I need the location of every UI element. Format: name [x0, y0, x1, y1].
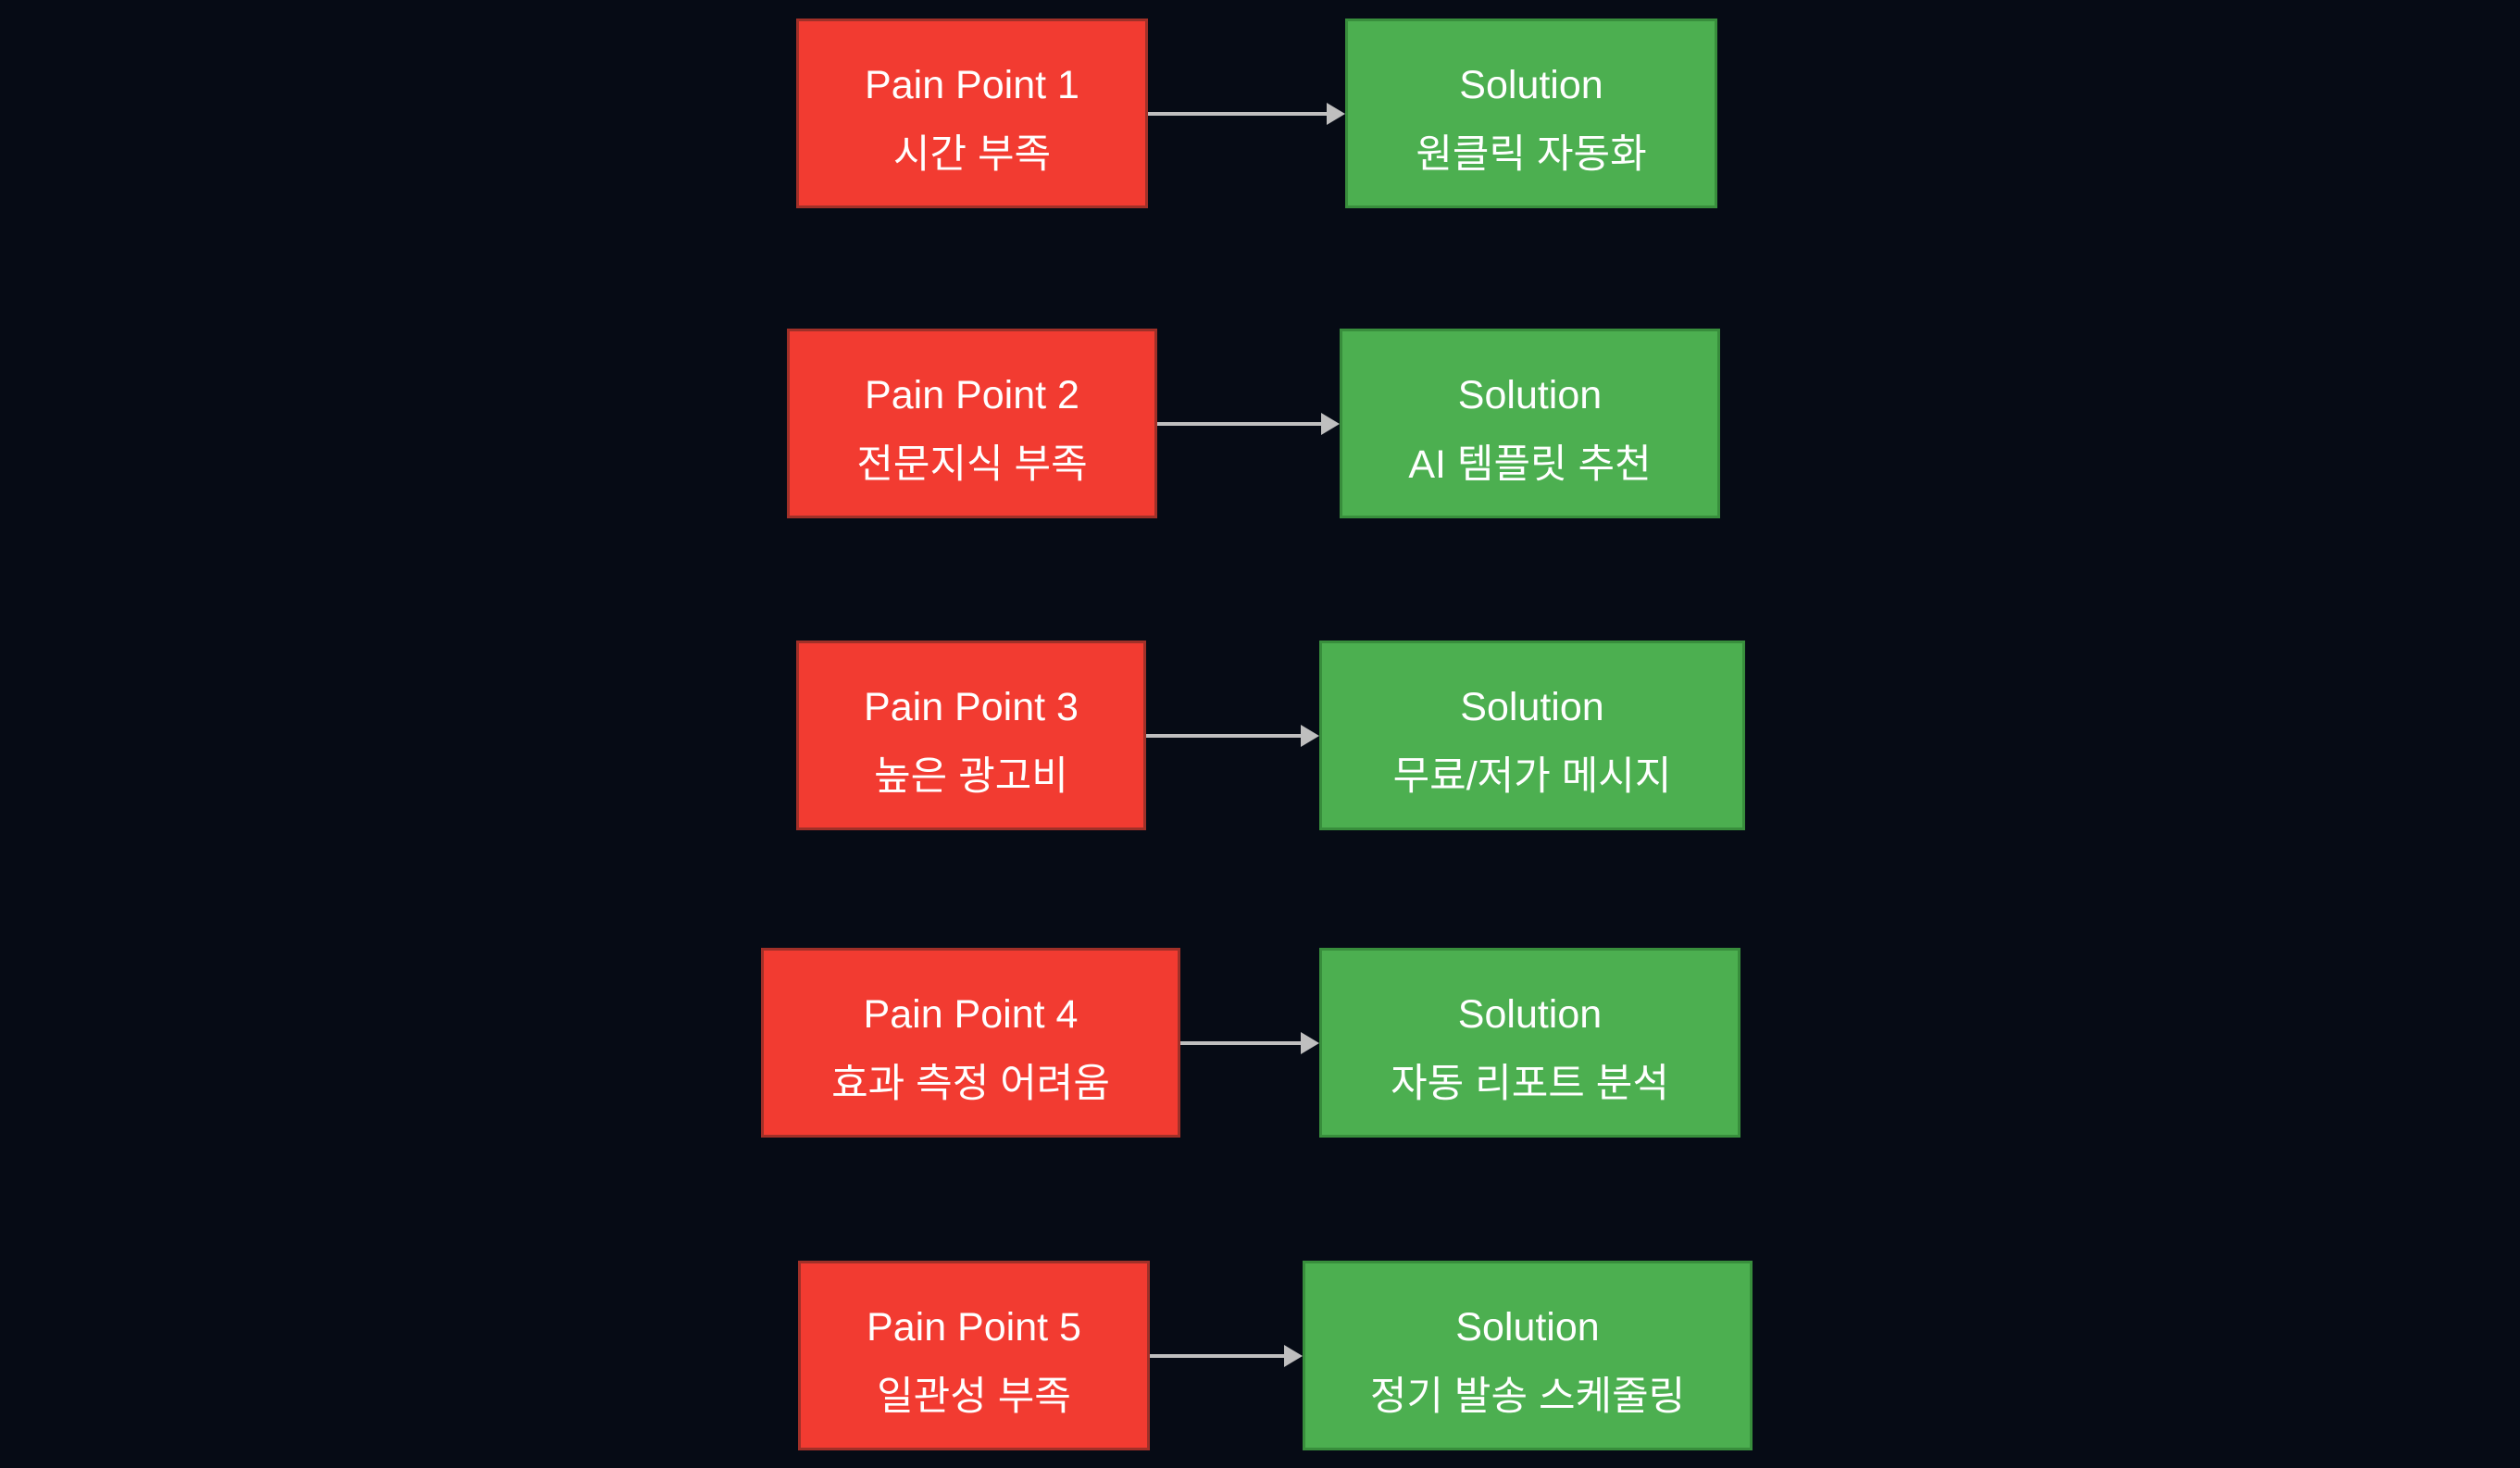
- solution-node: Solution 무료/저가 메시지: [1319, 641, 1745, 830]
- arrow-head-icon: [1321, 412, 1340, 435]
- node-subtitle: 시간 부족: [892, 131, 1052, 177]
- solution-node: Solution 정기 발송 스케줄링: [1303, 1261, 1753, 1450]
- node-title: Pain Point 1: [865, 63, 1079, 108]
- solution-node: Solution 원클릭 자동화: [1345, 19, 1717, 208]
- arrow-line: [1146, 733, 1301, 738]
- node-title: Solution: [1457, 992, 1603, 1038]
- node-subtitle: 전문지식 부족: [856, 442, 1088, 487]
- arrow-head-icon: [1301, 724, 1319, 747]
- flow-row: Pain Point 2 전문지식 부족 Solution AI 템플릿 추천: [0, 329, 2520, 518]
- node-title: Pain Point 4: [863, 992, 1079, 1038]
- node-subtitle: AI 템플릿 추천: [1408, 442, 1652, 487]
- node-title: Solution: [1455, 1305, 1600, 1350]
- arrow-line: [1157, 421, 1321, 426]
- flow-arrow: [1180, 1031, 1319, 1054]
- node-title: Pain Point 5: [867, 1305, 1081, 1350]
- node-subtitle: 높은 광고비: [874, 753, 1068, 799]
- arrow-head-icon: [1284, 1344, 1303, 1367]
- solution-node: Solution 자동 리포트 분석: [1319, 948, 1740, 1138]
- pain-point-node: Pain Point 2 전문지식 부족: [787, 329, 1157, 518]
- arrow-line: [1148, 111, 1327, 116]
- flow-arrow: [1146, 724, 1319, 747]
- node-title: Pain Point 2: [865, 373, 1079, 418]
- flow-row: Pain Point 4 효과 측정 어려움 Solution 자동 리포트 분…: [0, 948, 2520, 1138]
- node-subtitle: 효과 측정 어려움: [831, 1061, 1110, 1106]
- node-subtitle: 자동 리포트 분석: [1391, 1061, 1669, 1106]
- node-title: Solution: [1457, 373, 1603, 418]
- arrow-head-icon: [1301, 1031, 1319, 1054]
- node-subtitle: 무료/저가 메시지: [1392, 753, 1672, 799]
- flow-arrow: [1150, 1344, 1303, 1367]
- pain-point-node: Pain Point 1 시간 부족: [796, 19, 1148, 208]
- flow-row: Pain Point 5 일관성 부족 Solution 정기 발송 스케줄링: [0, 1261, 2520, 1450]
- arrow-head-icon: [1327, 102, 1345, 125]
- node-title: Pain Point 3: [864, 685, 1079, 730]
- node-subtitle: 원클릭 자동화: [1416, 131, 1647, 177]
- flow-arrow: [1157, 412, 1340, 435]
- node-title: Solution: [1460, 685, 1604, 730]
- pain-point-node: Pain Point 4 효과 측정 어려움: [761, 948, 1180, 1138]
- flow-row: Pain Point 3 높은 광고비 Solution 무료/저가 메시지: [0, 641, 2520, 830]
- flow-arrow: [1148, 102, 1345, 125]
- node-subtitle: 정기 발송 스케줄링: [1369, 1374, 1686, 1419]
- pain-point-node: Pain Point 5 일관성 부족: [798, 1261, 1150, 1450]
- flow-row: Pain Point 1 시간 부족 Solution 원클릭 자동화: [0, 19, 2520, 208]
- pain-point-node: Pain Point 3 높은 광고비: [796, 641, 1146, 830]
- node-subtitle: 일관성 부족: [877, 1374, 1071, 1419]
- solution-node: Solution AI 템플릿 추천: [1340, 329, 1720, 518]
- node-title: Solution: [1459, 63, 1603, 108]
- arrow-line: [1180, 1040, 1301, 1045]
- arrow-line: [1150, 1353, 1284, 1358]
